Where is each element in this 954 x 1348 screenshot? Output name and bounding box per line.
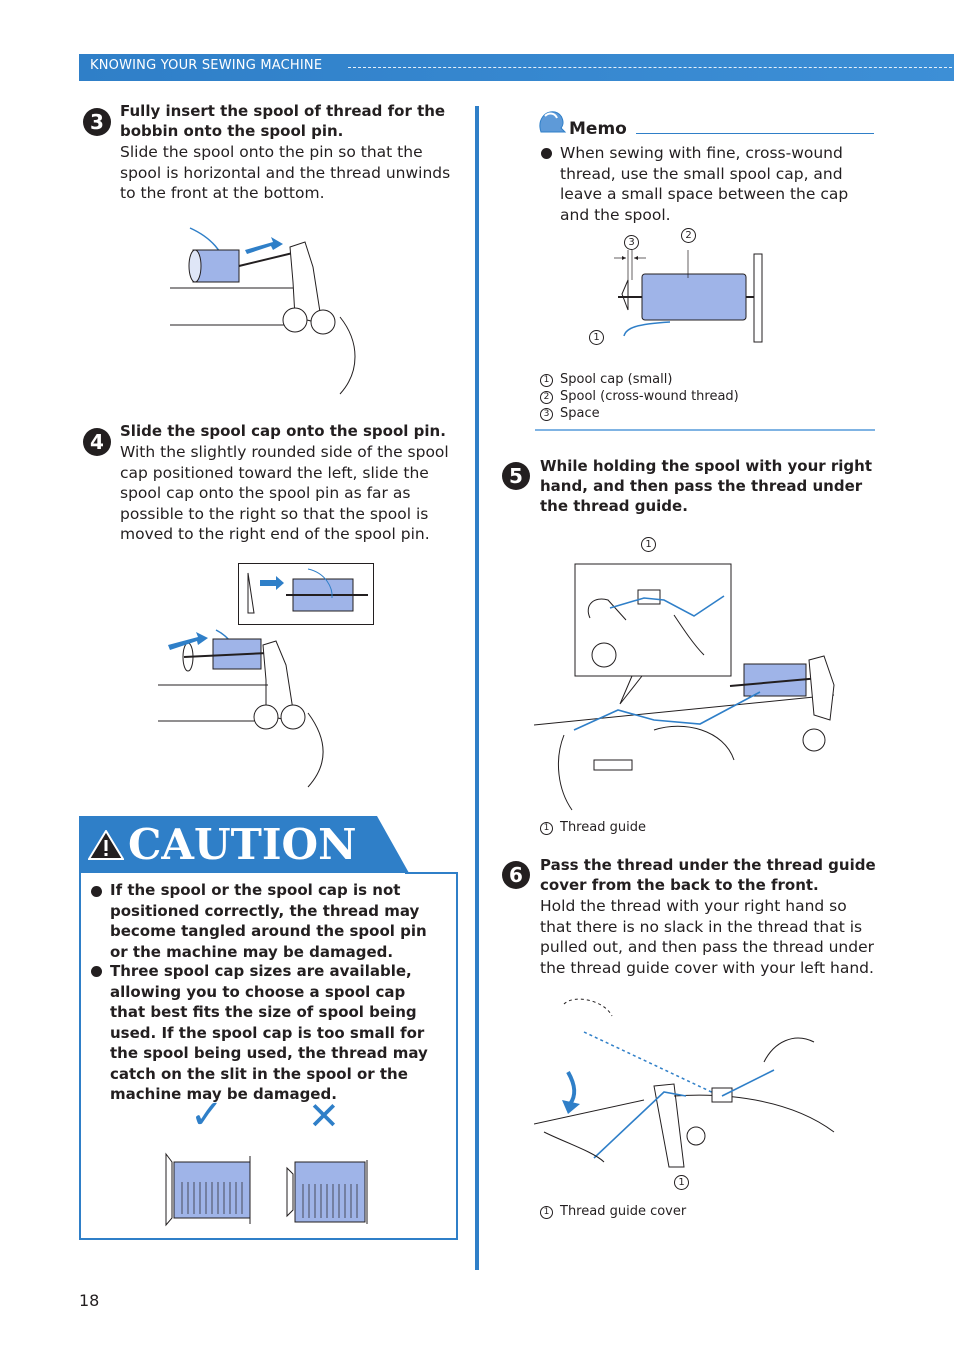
caution-box [79, 872, 458, 1240]
legend-number: 1 [540, 1206, 553, 1219]
legend-label: Thread guide [560, 820, 646, 835]
bullet-icon [541, 148, 552, 159]
memo-text: When sewing with fine, cross-wound threa… [560, 144, 849, 224]
section-title: KNOWING YOUR SEWING MACHINE [90, 58, 323, 73]
warning-triangle-icon [88, 830, 124, 860]
legend-label: Spool cap (small) [560, 372, 673, 387]
caution-banner [79, 816, 409, 873]
legend-label: Space [560, 406, 600, 421]
memo-bell-icon [539, 111, 567, 133]
bullet-icon [91, 966, 102, 977]
step-title: While holding the spool with your right … [540, 457, 873, 515]
legend-number: 1 [540, 822, 553, 835]
spool-cap-inset-illustration [238, 563, 374, 625]
legend-number: 3 [540, 408, 553, 421]
caution-title: CAUTION [128, 820, 357, 869]
cross-mark-icon: ✕ [308, 1094, 340, 1138]
legend-number: 1 [540, 374, 553, 387]
step-body: Slide the spool onto the pin so that the… [120, 143, 451, 202]
header-divider [348, 67, 952, 69]
legend-number: 2 [540, 391, 553, 404]
memo-bottom-rule [535, 429, 875, 431]
caution-box-border [405, 872, 456, 874]
legend-label: Spool (cross-wound thread) [560, 389, 739, 404]
thread-guide-cover-illustration [534, 998, 835, 1168]
step-title: Pass the thread under the thread guide c… [540, 856, 876, 894]
step-number-badge: 6 [502, 861, 530, 889]
legend-item: 3 Space [540, 405, 600, 422]
caution-item: Three spool cap sizes are available, all… [110, 962, 428, 1103]
wrong-spool-cap-illustration [286, 1160, 368, 1224]
spool-cap-spacing-diagram [614, 250, 763, 343]
memo-rule [636, 133, 874, 134]
legend-item: 1 Thread guide [540, 819, 646, 836]
caution-item: If the spool or the spool cap is not pos… [110, 881, 427, 961]
step-title: Fully insert the spool of thread for the… [120, 102, 446, 140]
step-body: Hold the thread with your right hand so … [540, 897, 874, 977]
callout-number: 1 [674, 1175, 689, 1190]
callout-number: 3 [624, 235, 639, 250]
correct-spool-cap-illustration [165, 1152, 251, 1227]
step-number-badge: 5 [502, 462, 530, 490]
step-number-badge: 3 [83, 108, 111, 136]
callout-number: 1 [589, 330, 604, 345]
spool-cap-on-pin-illustration [158, 629, 324, 788]
thread-guide-illustration [534, 563, 835, 811]
callout-number: 1 [641, 537, 656, 552]
spool-on-pin-illustration [170, 227, 356, 395]
callout-number: 2 [681, 228, 696, 243]
legend-item: 1 Thread guide cover [540, 1203, 686, 1220]
column-divider [475, 106, 479, 1270]
legend-item: 2 Spool (cross-wound thread) [540, 388, 739, 405]
step-body: With the slightly rounded side of the sp… [120, 443, 449, 543]
legend-label: Thread guide cover [560, 1204, 687, 1219]
memo-title: Memo [569, 119, 627, 139]
page-number: 18 [79, 1291, 100, 1310]
step-number-badge: 4 [83, 428, 111, 456]
legend-item: 1 Spool cap (small) [540, 371, 672, 388]
check-mark-icon: ✓ [190, 1092, 224, 1138]
bullet-icon [91, 886, 102, 897]
step-title: Slide the spool cap onto the spool pin. [120, 422, 446, 440]
